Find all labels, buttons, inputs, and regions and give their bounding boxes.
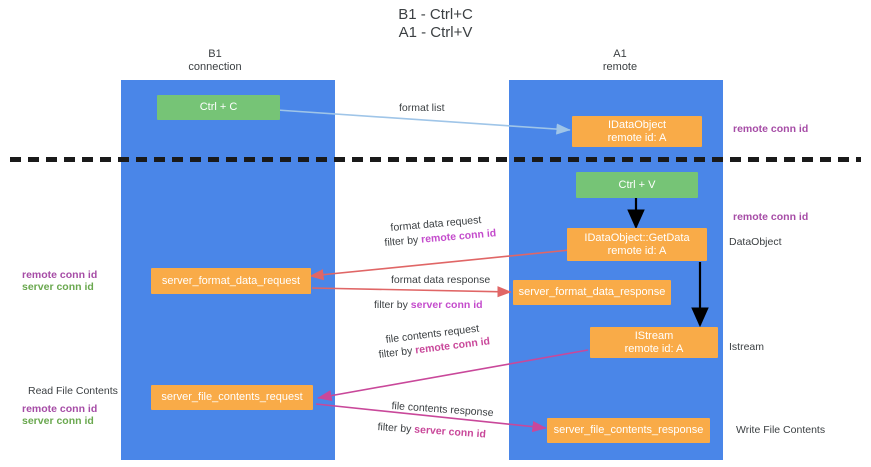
box-istream-line1: IStream xyxy=(634,329,674,342)
box-ctrl-v[interactable]: Ctrl + V xyxy=(576,172,698,198)
column-header-a1: A1 remote xyxy=(510,48,730,74)
box-getdata-line2: remote id: A xyxy=(607,244,667,257)
filter-key-2: server conn id xyxy=(410,299,483,311)
box-idataobject-line2: remote id: A xyxy=(607,131,667,144)
title-line-1: B1 - Ctrl+C xyxy=(398,6,473,23)
annotation-write-file-contents: Write File Contents xyxy=(736,424,826,436)
filter-key-4: server conn id xyxy=(413,423,487,441)
annotation-left-remote-conn-id: remote conn id xyxy=(22,269,98,281)
edge-label-format-data-response-filter: filter by server conn id xyxy=(374,299,483,312)
title-line-2: A1 - Ctrl+V xyxy=(398,24,473,41)
annotation-istream: Istream xyxy=(729,341,765,353)
box-server-file-contents-request[interactable]: server_file_contents_request xyxy=(151,385,313,410)
column-header-a1-sub: remote xyxy=(602,61,638,73)
column-header-b1: B1 connection xyxy=(105,48,325,74)
box-server-format-data-response[interactable]: server_format_data_response xyxy=(513,280,671,305)
edge-label-file-contents-response-filter: filter by server conn id xyxy=(377,421,486,442)
edge-label-file-contents-response: file contents response xyxy=(391,400,494,420)
box-server-file-contents-response-label: server_file_contents_response xyxy=(553,424,704,436)
filter-prefix-3: filter by xyxy=(378,344,416,361)
box-server-format-data-request-label: server_format_data_request xyxy=(161,274,301,287)
annotation-left-server-conn-id: server conn id xyxy=(22,281,94,293)
edge-label-format-data-response: format data response xyxy=(391,274,491,286)
box-istream[interactable]: IStream remote id: A xyxy=(590,327,718,358)
box-idataobject-getdata[interactable]: IDataObject::GetData remote id: A xyxy=(567,228,707,261)
box-istream-line2: remote id: A xyxy=(624,342,684,355)
annotation-remote-conn-id-top: remote conn id xyxy=(733,123,809,135)
annotation-dataobject: DataObject xyxy=(729,236,782,248)
arrow-format-data-response xyxy=(311,286,512,298)
annotation-left-bottom-remote-conn-id: remote conn id xyxy=(22,403,98,415)
edge-label-format-list: format list xyxy=(399,102,445,114)
filter-prefix-4: filter by xyxy=(377,421,415,436)
column-header-b1-sub: connection xyxy=(188,61,242,73)
box-getdata-line1: IDataObject::GetData xyxy=(584,231,690,244)
filter-prefix-2: filter by xyxy=(374,299,411,311)
box-idataobject[interactable]: IDataObject remote id: A xyxy=(572,116,702,147)
box-server-format-data-response-label: server_format_data_response xyxy=(518,286,666,298)
column-header-b1-name: B1 xyxy=(208,48,222,60)
box-server-file-contents-request-label: server_file_contents_request xyxy=(161,391,303,403)
filter-prefix-1: filter by xyxy=(384,233,422,249)
box-ctrl-c-label: Ctrl + C xyxy=(199,101,238,113)
diagram-title: B1 - Ctrl+C A1 - Ctrl+V xyxy=(0,6,871,42)
phase-divider xyxy=(10,157,861,162)
box-idataobject-line1: IDataObject xyxy=(607,118,667,131)
box-server-format-data-request[interactable]: server_format_data_request xyxy=(151,268,311,294)
box-server-file-contents-response[interactable]: server_file_contents_response xyxy=(547,418,710,443)
box-ctrl-c[interactable]: Ctrl + C xyxy=(157,95,280,120)
box-ctrl-v-label: Ctrl + V xyxy=(618,178,656,191)
column-header-a1-name: A1 xyxy=(613,48,627,60)
annotation-left-bottom-server-conn-id: server conn id xyxy=(22,415,94,427)
annotation-read-file-contents: Read File Contents xyxy=(28,385,118,397)
annotation-remote-conn-id-mid: remote conn id xyxy=(733,211,809,223)
